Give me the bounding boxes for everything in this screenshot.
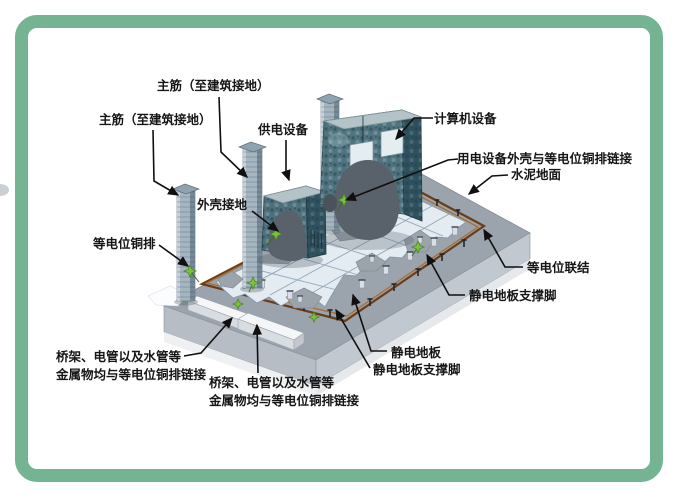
leader-pedestal-right [426,253,465,296]
leader-static-floor [351,293,387,352]
leader-equipotential-busbar [158,244,190,267]
label-tray-bottom-line1: 桥架、电管以及水管等 [209,375,335,390]
label-tray-left-line2: 金属物均与等电位铜排链接 [56,367,207,382]
label-shell-to-busbar: 用电设备外壳与等电位铜排链接 [457,151,633,166]
label-main-rebar-left: 主筋（至建筑接地） [99,112,212,127]
leader-shell-grounding [251,210,280,232]
leader-lines [152,96,523,374]
label-pedestal-bottom: 静电地板支撑脚 [373,362,461,377]
label-shell-grounding: 外壳接地 [197,197,248,212]
label-cement-floor: 水泥地面 [511,167,562,182]
leader-shell-to-busbar [344,158,459,201]
label-tray-bottom-line2: 金属物均与等电位铜排链接 [209,393,360,408]
label-equipotential-bonding: 等电位联结 [527,260,590,275]
leader-power-equipment [281,140,291,182]
label-tray-left-line1: 桥架、电管以及水管等 [56,349,182,364]
leader-computer-equipment [395,117,433,141]
green-border-frame [15,15,663,482]
label-equipotential-busbar: 等电位铜排 [93,236,156,251]
leader-pedestal-bottom [335,308,371,369]
leader-cement-floor [467,174,509,195]
leader-main-rebar-top [218,96,249,178]
leader-main-rebar-left [152,129,180,196]
leader-tray-bottom [252,323,263,374]
computer-equipment-cabinet [0,109,423,250]
leader-tray-left [183,316,233,357]
leader-equipotential-bonding [483,228,523,268]
label-pedestal-right: 静电地板支撑脚 [469,288,557,303]
label-main-rebar-top: 主筋（至建筑接地） [157,78,270,93]
label-static-floor: 静电地板 [391,345,442,360]
vent-grille [310,230,323,249]
label-computer-equipment: 计算机设备 [434,111,497,126]
label-power-equipment: 供电设备 [258,122,309,137]
